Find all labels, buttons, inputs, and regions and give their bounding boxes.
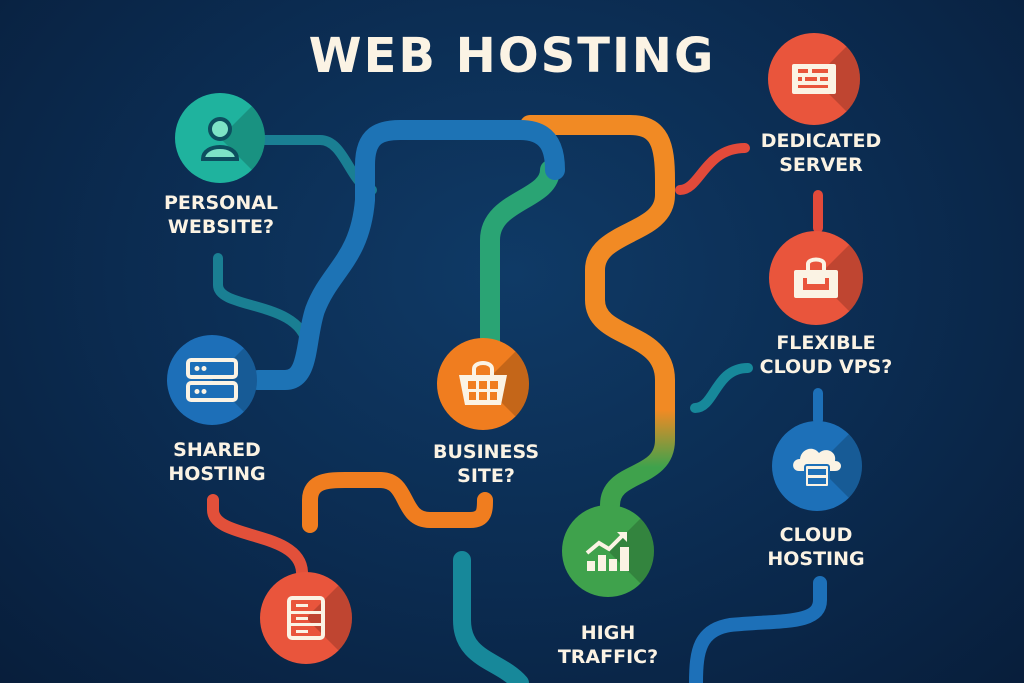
node-personal-website[interactable] [175, 93, 265, 183]
user-icon [200, 117, 240, 161]
label-line: CLOUD [779, 524, 853, 546]
path-flexible-link [690, 363, 753, 413]
path-personal-down [213, 253, 312, 350]
growth-chart-icon [585, 532, 629, 571]
label-line: SERVER [779, 154, 863, 176]
path-dedicated-link [675, 143, 750, 195]
briefcase-icon [794, 257, 838, 298]
label-line: TRAFFIC? [557, 646, 659, 668]
label-line: DEDICATED [760, 130, 882, 152]
node-business-site[interactable] [437, 338, 529, 430]
label-line: BUSINESS [432, 441, 540, 463]
label-line: HOSTING [168, 463, 266, 485]
path-orange-main [520, 115, 675, 515]
path-teal-bottom [453, 551, 529, 683]
cloud-server-icon [793, 448, 841, 488]
server-icon [287, 596, 325, 640]
page-title: WEB HOSTING [308, 28, 716, 84]
path-shared-red [207, 494, 308, 578]
node-dedicated-server[interactable] [768, 33, 860, 125]
label-line: PERSONAL [163, 192, 279, 214]
label-line: FLEXIBLE [776, 332, 876, 354]
label-line: WEBSITE? [167, 216, 275, 238]
path-business-green [480, 160, 560, 355]
label-line: HOSTING [767, 548, 865, 570]
node-cloud-hosting[interactable] [772, 421, 862, 511]
label-line: HIGH [580, 622, 636, 644]
server-icon [186, 358, 238, 402]
label-line: SITE? [457, 465, 515, 487]
path-orange-loop [302, 472, 493, 533]
node-high-traffic[interactable] [562, 505, 654, 597]
node-flexible-cloud-vps[interactable] [769, 231, 863, 325]
label-line: SHARED [173, 439, 261, 461]
label-line: CLOUD VPS? [759, 356, 893, 378]
node-bottom-server[interactable] [260, 572, 352, 664]
path-blue-main [248, 120, 565, 390]
shopping-basket-icon [459, 361, 507, 405]
server-panel-icon [792, 64, 836, 94]
path-cloud-down [689, 576, 827, 683]
node-shared-hosting[interactable] [167, 335, 257, 425]
